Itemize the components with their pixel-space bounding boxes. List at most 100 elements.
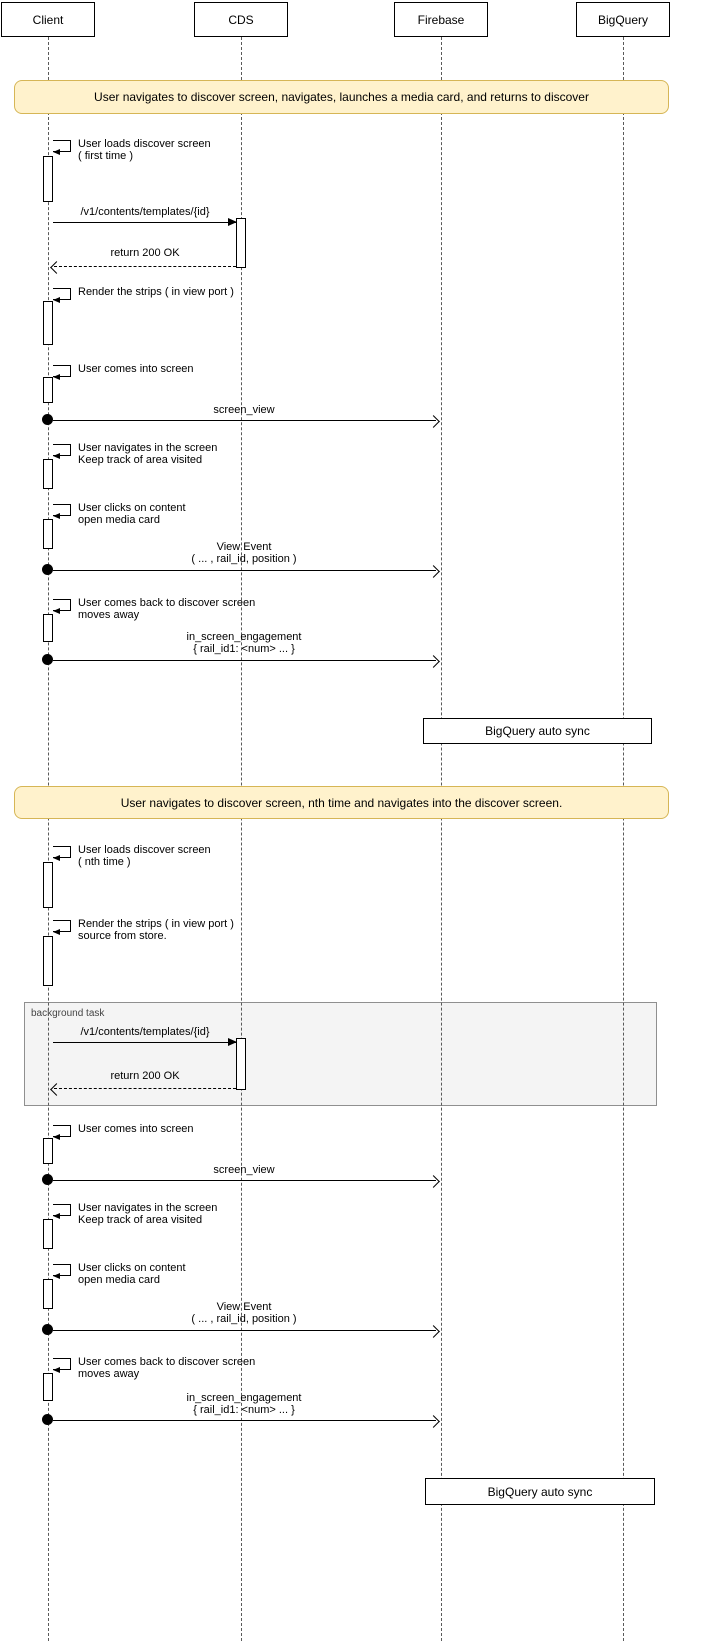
frame-background-task-label: background task (31, 1008, 105, 1019)
label-line: User clicks on content (78, 1262, 186, 1274)
arrow-cds-return-2 (54, 1088, 236, 1089)
label-line: User loads discover screen (78, 138, 211, 150)
label-load-first: User loads discover screen ( first time … (78, 138, 211, 162)
lifeline-bigquery (623, 37, 624, 1641)
label-navigates: User navigates in the screen Keep track … (78, 442, 217, 466)
arrow-view-event (53, 570, 436, 571)
arrow-screen-view-2 (53, 1180, 436, 1181)
arrow-engagement (53, 660, 436, 661)
label-line: User clicks on content (78, 502, 186, 514)
self-arrow-comes-back-2 (53, 1358, 71, 1373)
label-line: source from store. (78, 930, 167, 942)
self-arrow-clicks-content-2 (53, 1264, 71, 1279)
activation-client (43, 377, 53, 403)
self-arrow-render-strips (53, 288, 71, 303)
label-line: ( first time ) (78, 150, 133, 162)
activation-client (43, 1373, 53, 1401)
self-arrow-comes-into-screen-2 (53, 1125, 71, 1140)
banner-section-1: User navigates to discover screen, navig… (14, 80, 669, 114)
lifeline-client (48, 37, 49, 1641)
found-message-circle (42, 414, 53, 425)
label-render-store: Render the strips ( in view port ) sourc… (78, 918, 234, 942)
label-line: View Event (216, 541, 272, 553)
self-arrow-comes-back (53, 599, 71, 614)
self-arrow-clicks-content (53, 504, 71, 519)
label-engagement: in_screen_engagement { rail_id1: <num> .… (187, 631, 302, 655)
label-line: User navigates in the screen (78, 1202, 218, 1214)
activation-client (43, 301, 53, 345)
activation-client (43, 156, 53, 202)
arrow-engagement-2 (53, 1420, 436, 1421)
label-line: Render the strips ( in view port ) (78, 918, 234, 930)
label-comes-into-screen-2: User comes into screen (78, 1123, 194, 1135)
label-line: User navigates in the screen (78, 442, 218, 454)
label-clicks-content-2: User clicks on content open media card (78, 1262, 186, 1286)
label-navigates-2: User navigates in the screen Keep track … (78, 1202, 217, 1226)
label-line: ( ... , rail_id, position ) (191, 1313, 297, 1325)
activation-client (43, 1279, 53, 1309)
activation-client (43, 459, 53, 489)
label-line: moves away (78, 609, 140, 621)
self-arrow-load-first (53, 140, 71, 155)
actor-firebase: Firebase (394, 2, 488, 37)
label-line: Keep track of area visited (78, 1214, 203, 1226)
found-message-circle (42, 1324, 53, 1335)
self-arrow-load-nth (53, 846, 71, 861)
actor-cds: CDS (194, 2, 288, 37)
found-message-circle (42, 1414, 53, 1425)
found-message-circle (42, 1174, 53, 1185)
label-line: { rail_id1: <num> ... } (193, 1404, 295, 1416)
label-line: open media card (78, 514, 160, 526)
label-line: User comes back to discover screen (78, 597, 256, 609)
label-screen-view-2: screen_view (213, 1164, 275, 1176)
label-line: View Event (216, 1301, 272, 1313)
activation-client (43, 1219, 53, 1249)
actor-client: Client (1, 2, 95, 37)
label-comes-back: User comes back to discover screen moves… (78, 597, 255, 621)
banner-section-2: User navigates to discover screen, nth t… (14, 786, 669, 819)
label-line: Keep track of area visited (78, 454, 203, 466)
lifeline-cds (241, 37, 242, 1641)
label-engagement-2: in_screen_engagement { rail_id1: <num> .… (187, 1392, 302, 1416)
activation-cds (236, 218, 246, 268)
actor-bigquery: BigQuery (576, 2, 670, 37)
label-view-event: View Event ( ... , rail_id, position ) (191, 541, 296, 565)
arrow-cds-call-2 (53, 1038, 237, 1046)
found-message-circle (42, 564, 53, 575)
label-cds-call: /v1/contents/templates/{id} (80, 206, 210, 218)
label-cds-call-2: /v1/contents/templates/{id} (80, 1026, 210, 1038)
label-line: User loads discover screen (78, 844, 211, 856)
activation-client (43, 862, 53, 908)
label-line: User comes back to discover screen (78, 1356, 256, 1368)
arrow-screen-view (53, 420, 436, 421)
activation-cds (236, 1038, 246, 1090)
label-load-nth: User loads discover screen ( nth time ) (78, 844, 211, 868)
self-arrow-comes-into-screen (53, 365, 71, 380)
self-arrow-navigates (53, 444, 71, 459)
label-line: in_screen_engagement (186, 631, 302, 643)
activation-client (43, 614, 53, 642)
label-line: ( ... , rail_id, position ) (191, 553, 297, 565)
arrow-cds-call (53, 218, 237, 226)
label-render-strips: Render the strips ( in view port ) (78, 286, 234, 298)
activation-client (43, 1138, 53, 1164)
bigquery-sync-box: BigQuery auto sync (423, 718, 652, 744)
label-line: in_screen_engagement (186, 1392, 302, 1404)
frame-background-task: background task (24, 1002, 657, 1106)
arrow-view-event-2 (53, 1330, 436, 1331)
label-clicks-content: User clicks on content open media card (78, 502, 186, 526)
label-view-event-2: View Event ( ... , rail_id, position ) (191, 1301, 296, 1325)
label-line: ( nth time ) (78, 856, 131, 868)
activation-client (43, 936, 53, 986)
label-line: { rail_id1: <num> ... } (193, 643, 295, 655)
arrow-cds-return (54, 266, 236, 267)
label-cds-return: return 200 OK (110, 247, 180, 259)
label-line: open media card (78, 1274, 160, 1286)
label-cds-return-2: return 200 OK (110, 1070, 180, 1082)
found-message-circle (42, 654, 53, 665)
label-line: moves away (78, 1368, 140, 1380)
self-arrow-navigates-2 (53, 1204, 71, 1219)
label-screen-view: screen_view (213, 404, 275, 416)
activation-client (43, 519, 53, 549)
